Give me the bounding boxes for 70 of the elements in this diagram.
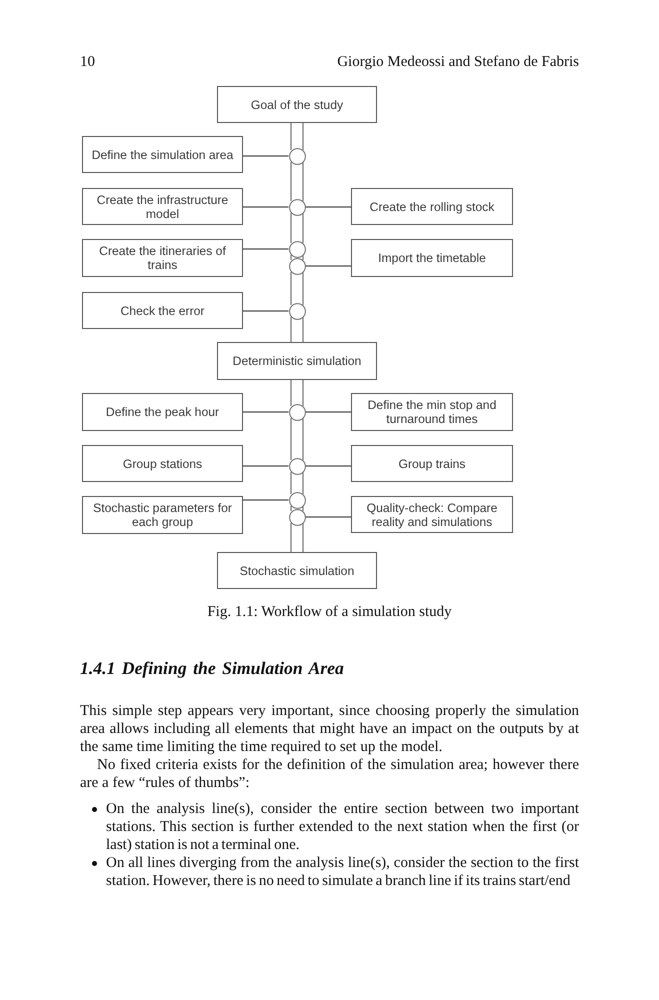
process-box <box>82 188 243 225</box>
process-box <box>351 393 513 431</box>
double-track-line <box>290 161 304 202</box>
double-track-line <box>290 505 304 512</box>
step-label: Import the timetable <box>378 251 486 265</box>
double-track-line <box>290 212 304 244</box>
connector-line <box>243 465 288 467</box>
step-label: Define the simulation area <box>92 148 234 162</box>
process-box <box>351 188 513 225</box>
junction-circle <box>288 198 306 216</box>
process-box <box>217 552 377 589</box>
junction-circle <box>288 148 306 164</box>
double-track-line <box>290 417 304 461</box>
step-label: Define the min stop and turnaround times <box>366 398 498 426</box>
connector-line <box>243 499 288 501</box>
process-box <box>351 496 513 533</box>
process-box <box>351 239 513 277</box>
process-box <box>82 292 243 329</box>
step-label: Define the peak hour <box>106 405 220 419</box>
process-box <box>217 86 377 123</box>
double-track-line <box>290 471 304 495</box>
process-box <box>82 496 243 534</box>
step-label: Goal of the study <box>250 98 344 112</box>
double-track-line <box>290 122 304 151</box>
step-label: Stochastic simulation <box>240 564 354 578</box>
junction-circle <box>288 240 306 258</box>
running-header: Giorgio Medeossi and Stefano de Fabris <box>337 53 579 71</box>
body-paragraph: No fixed criteria exists for the definition of the simulation area; however there are a few “rules of thumbs”: <box>80 756 579 792</box>
process-box <box>82 393 243 431</box>
process-box <box>82 239 243 277</box>
connector-line <box>243 411 288 413</box>
process-box <box>82 445 243 482</box>
connector-line <box>243 155 288 157</box>
step-label: Quality-check: Compare reality and simulations <box>366 500 498 528</box>
section-heading: 1.4.1 Defining the Simulation Area <box>80 657 344 679</box>
bullet-item: On all lines diverging from the analysis line(s), consider the section to the first station. However, there is no need to simulate a branch line if its trains start/end <box>106 854 579 890</box>
junction-circle <box>288 508 306 526</box>
connector-line <box>243 310 288 312</box>
process-box <box>82 136 243 173</box>
connector-line <box>243 206 288 208</box>
process-box <box>217 342 377 380</box>
junction-circle <box>288 258 306 274</box>
body-paragraph: This simple step appears very important, since choosing properly the simulation area allows including all elements that might have an impact on the outputs by at the same time limiting the time required to set up the model. <box>80 702 579 756</box>
double-track-line <box>290 522 304 553</box>
junction-circle <box>288 302 306 320</box>
step-label: Create the infrastructure model <box>96 192 230 220</box>
process-box <box>351 445 513 482</box>
connector-line <box>243 248 288 250</box>
step-label: Group trains <box>398 456 466 470</box>
double-track-line <box>290 379 304 407</box>
step-label: Check the error <box>120 304 204 318</box>
junction-circle <box>288 492 306 508</box>
double-track-line <box>290 316 304 343</box>
junction-circle <box>288 458 306 474</box>
connector-line <box>306 516 351 518</box>
double-track-line <box>290 254 304 261</box>
figure-caption: Fig. 1.1: Workflow of a simulation study <box>207 604 452 620</box>
connector-line <box>306 206 351 208</box>
step-label: Create the itineraries of trains <box>98 244 227 272</box>
connector-line <box>306 465 351 467</box>
step-label: Deterministic simulation <box>232 354 362 368</box>
step-label: Group stations <box>122 456 202 470</box>
bullet-item: On the analysis line(s), consider the entire section between two important stations. This section is further extended to the next station when the first (or last) station is not a terminal one. <box>106 800 579 854</box>
page-number: 10 <box>80 53 95 71</box>
connector-line <box>306 265 351 267</box>
step-label: Stochastic parameters for each group <box>92 501 233 529</box>
double-track-line <box>290 271 304 306</box>
step-label: Create the rolling stock <box>370 200 494 214</box>
junction-circle <box>288 404 306 420</box>
connector-line <box>306 411 351 413</box>
